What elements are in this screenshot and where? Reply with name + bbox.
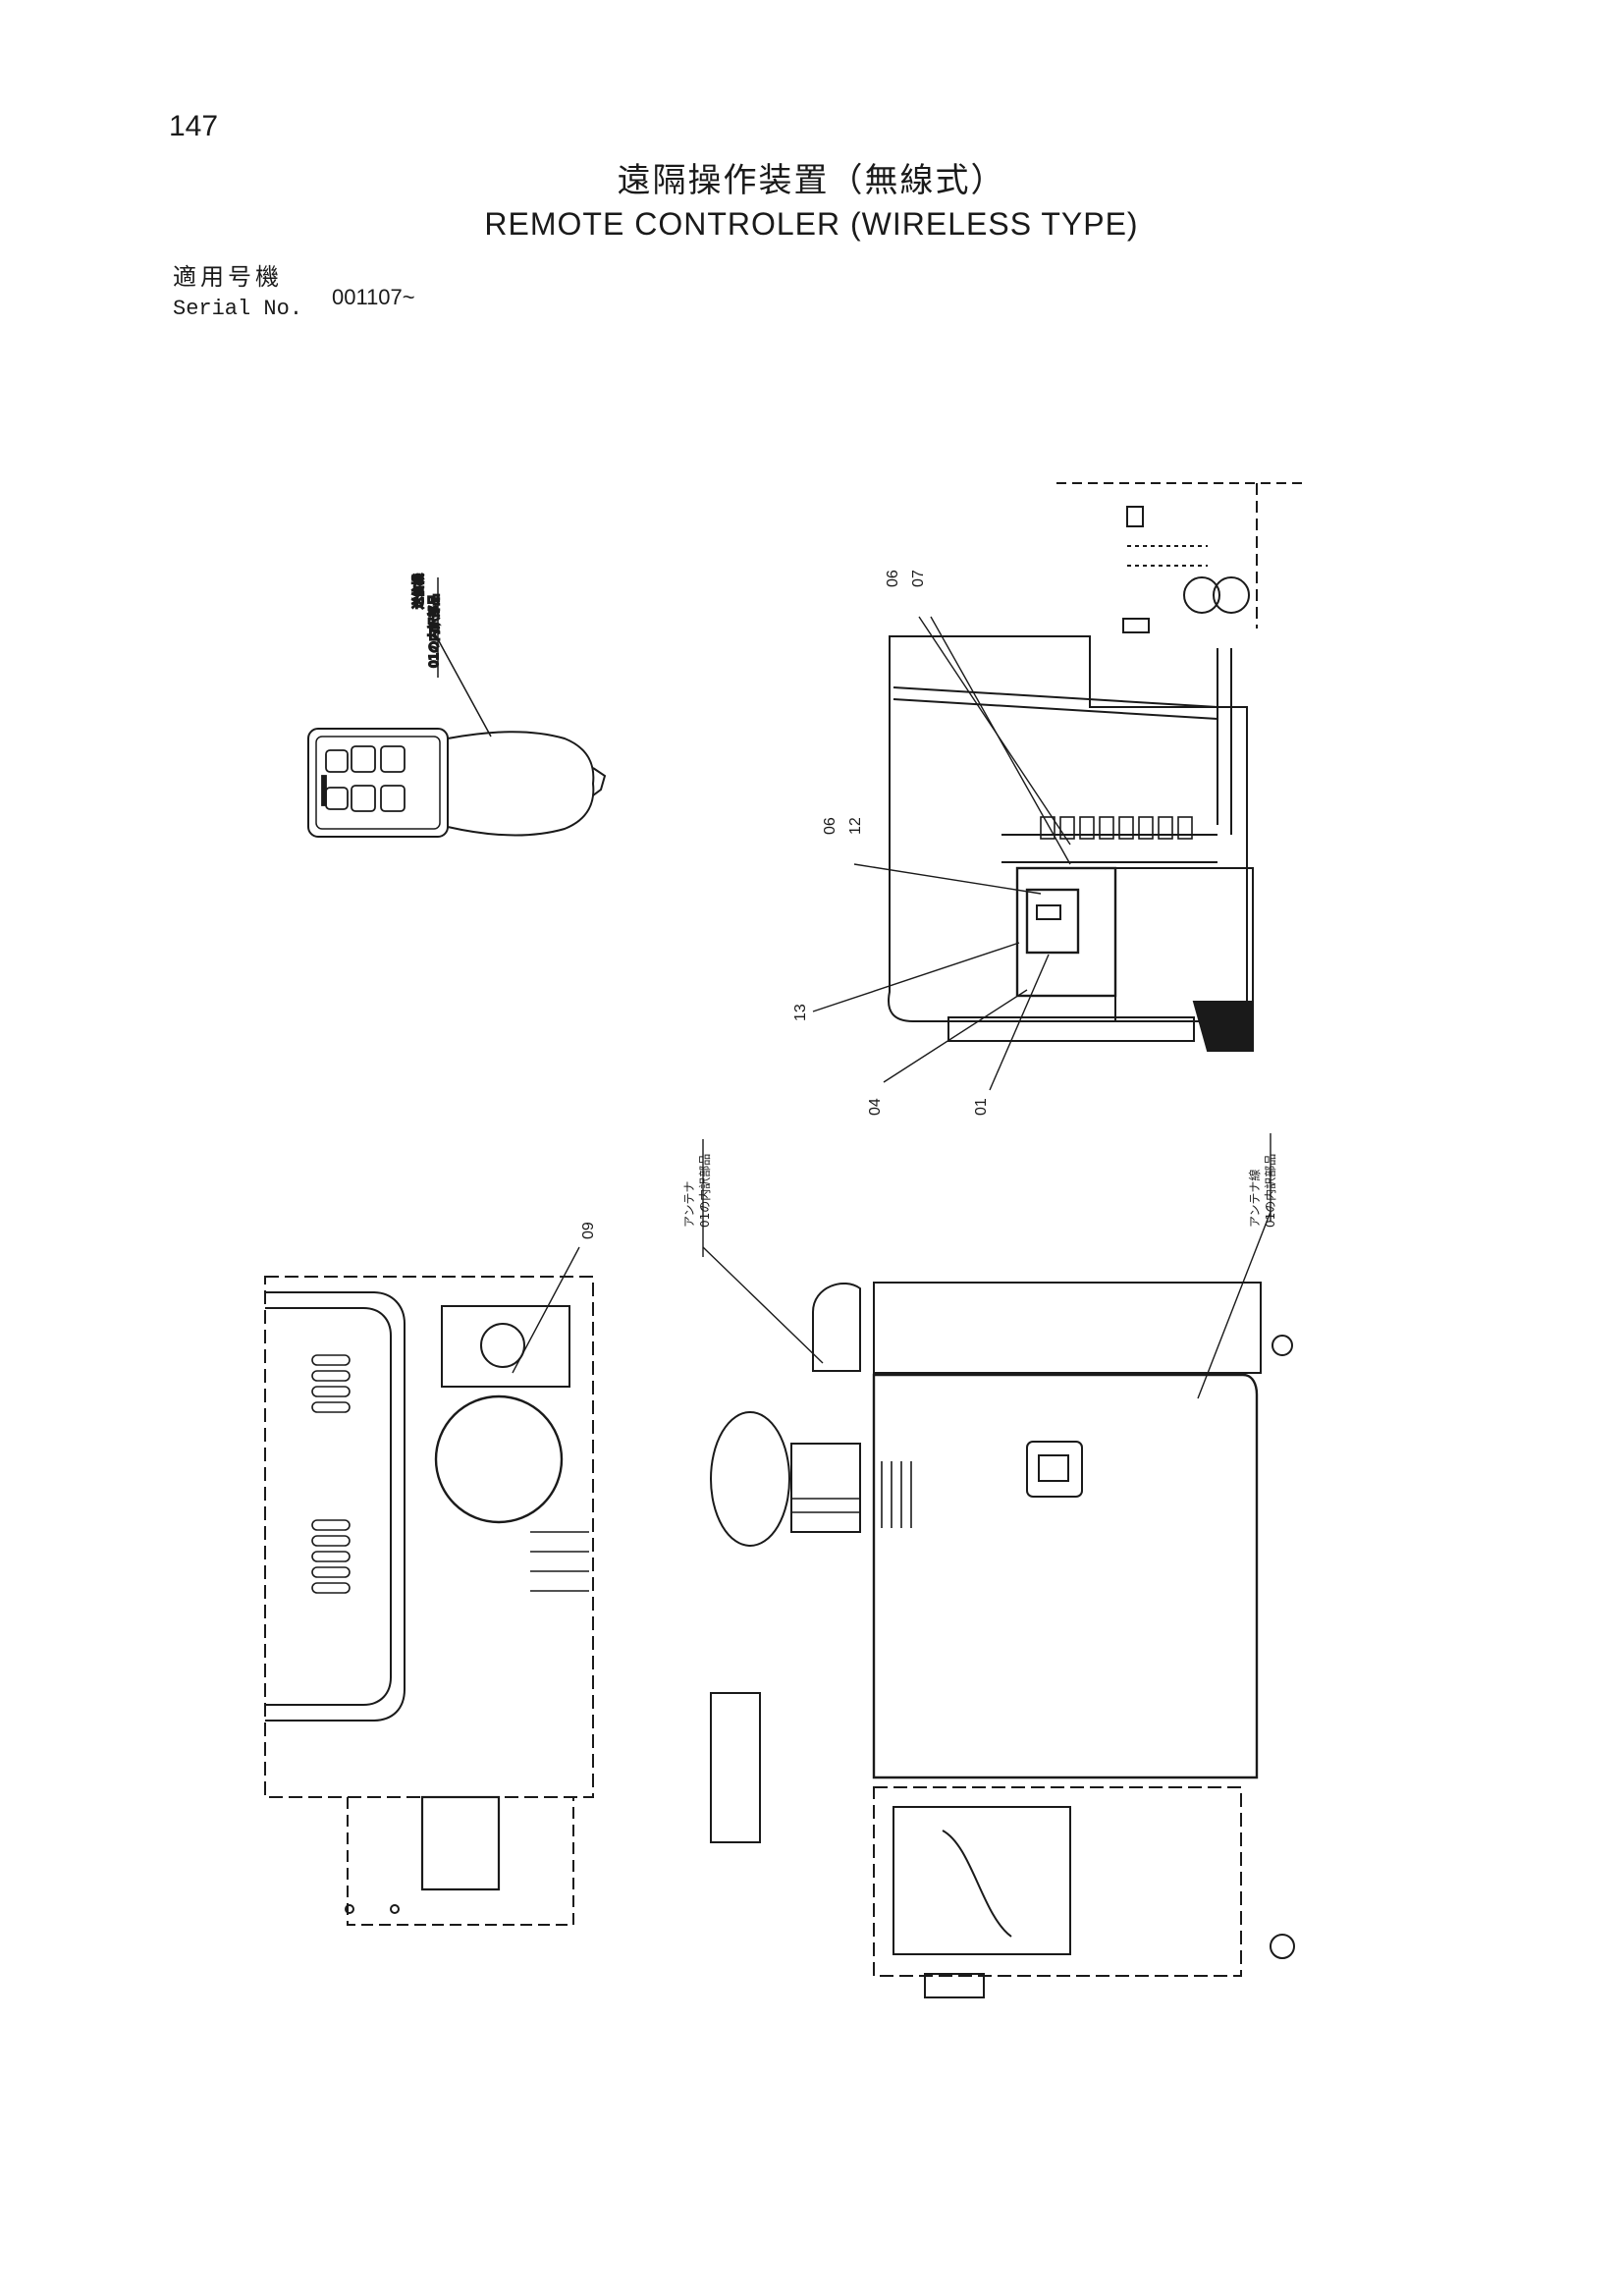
callout-13: 13	[792, 1004, 809, 1021]
air-cleaner	[710, 1411, 790, 1547]
callout-04: 04	[867, 1098, 884, 1116]
callout-09: 09	[580, 1222, 597, 1239]
leader-antenna-cable	[1197, 1211, 1271, 1399]
page-title-japanese: 遠隔操作装置（無線式）	[617, 161, 1006, 200]
callout-06-mid: 06	[822, 817, 839, 835]
callout-06-top: 06	[885, 570, 901, 587]
antenna-cable-note-line2: 01の内訳部品	[1263, 1154, 1277, 1228]
antenna-cable-note-line1: アンテナ線	[1247, 1169, 1262, 1228]
leader-04	[883, 989, 1028, 1083]
receiver-bracket	[1015, 866, 1117, 998]
relay-block	[1040, 816, 1193, 840]
transmitter-buttons	[321, 745, 406, 812]
callout-12: 12	[847, 817, 864, 835]
cab-window	[1026, 1441, 1083, 1498]
transmitter-unit	[307, 577, 607, 838]
serial-label-japanese: 適用号機	[173, 263, 283, 291]
antenna-note-line2: 01の内訳部品	[697, 1154, 712, 1228]
leader-13	[812, 942, 1020, 1012]
page-title-english: REMOTE CONTROLER (WIRELESS TYPE)	[484, 206, 1139, 242]
transmitter-note-line2: 01の内訳部品	[426, 594, 441, 668]
machine-top-view	[264, 1276, 594, 1926]
pulley-wheel	[434, 1394, 564, 1524]
callout-01: 01	[973, 1098, 990, 1116]
pump-unit	[420, 1795, 501, 1891]
page-number: 147	[169, 110, 219, 142]
transmitter-note-line1: 送信機	[410, 574, 425, 609]
machine-side-view	[710, 1282, 1295, 1998]
leader-antenna	[702, 1246, 824, 1364]
serial-number-value: 001107~	[332, 285, 415, 309]
cooling-fins	[311, 1354, 351, 1594]
transmitter-leader-line	[431, 628, 492, 738]
serial-label-english: Serial No.	[173, 297, 303, 321]
leader-01	[989, 954, 1050, 1091]
callout-07: 07	[910, 570, 927, 587]
side-fins	[791, 1461, 912, 1528]
leader-09	[512, 1246, 580, 1374]
receiver-unit	[1025, 888, 1080, 955]
cab-interior-view	[888, 482, 1306, 1052]
leader-07	[930, 616, 1071, 865]
antenna-note-line1: アンテナ	[682, 1180, 696, 1228]
leader-06-mid	[853, 863, 1042, 895]
